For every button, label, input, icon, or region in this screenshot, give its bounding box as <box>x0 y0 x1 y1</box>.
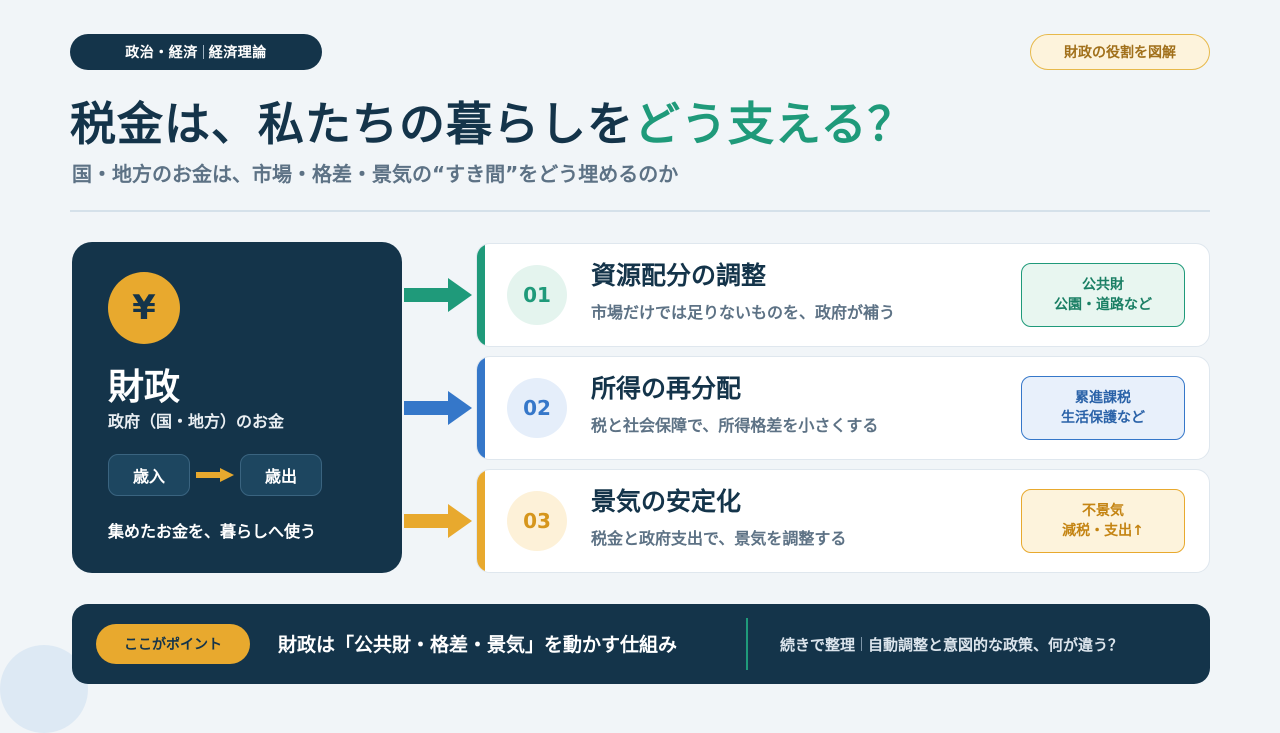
arrow-right-icon <box>404 278 472 312</box>
page-subtitle: 国・地方のお金は、市場・格差・景気の“すき間”をどう埋めるのか <box>72 162 679 186</box>
title-accent: どう支える？ <box>634 97 915 151</box>
page-title: 税金は、私たちの暮らしをどう支える？ <box>70 88 915 154</box>
zaisei-subtitle: 政府（国・地方）のお金 <box>108 412 285 431</box>
role-tag-line1: 不景気 <box>1082 503 1124 519</box>
role-tag-line1: 公共財 <box>1082 277 1124 293</box>
role-tag-line2: 生活保護など <box>1061 410 1145 426</box>
next-text: 自動調整と意図的な政策、何が違う？ <box>868 636 1124 654</box>
role-example-tag: 不景気 減税・支出↑ <box>1021 489 1185 553</box>
role-tag-line2: 減税・支出↑ <box>1062 523 1144 539</box>
revenue-pill: 歳入 <box>108 454 190 496</box>
header-divider <box>70 210 1210 212</box>
role-example-tag: 累進課税 生活保護など <box>1021 376 1185 440</box>
card-accent-stripe <box>477 244 485 346</box>
role-card-resource-allocation: 01 資源配分の調整 市場だけでは足りないものを、政府が補う 公共財 公園・道路… <box>476 243 1210 347</box>
role-number: 02 <box>507 378 567 438</box>
role-description: 市場だけでは足りないものを、政府が補う <box>591 303 896 322</box>
role-number: 01 <box>507 265 567 325</box>
card-accent-stripe <box>477 357 485 459</box>
role-description: 税金と政府支出で、景気を調整する <box>591 529 847 548</box>
next-label: 続きで整理 <box>780 636 856 654</box>
zaisei-card: ¥ 財政 政府（国・地方）のお金 歳入 歳出 集めたお金を、暮らしへ使う <box>72 242 402 573</box>
subject-tag: 政治・経済 経済理論 <box>70 34 322 70</box>
footer-divider <box>746 618 748 670</box>
role-title: 資源配分の調整 <box>591 261 767 290</box>
role-card-redistribution: 02 所得の再分配 税と社会保障で、所得格差を小さくする 累進課税 生活保護など <box>476 356 1210 460</box>
yen-icon: ¥ <box>108 272 180 344</box>
expenditure-pill: 歳出 <box>240 454 322 496</box>
role-number: 03 <box>507 491 567 551</box>
arrow-right-icon <box>404 504 472 538</box>
role-description: 税と社会保障で、所得格差を小さくする <box>591 416 879 435</box>
key-point-text: 財政は「公共財・格差・景気」を動かす仕組み <box>278 634 678 656</box>
role-tag: 財政の役割を図解 <box>1030 34 1210 70</box>
card-accent-stripe <box>477 470 485 572</box>
role-tag-line2: 公園・道路など <box>1054 297 1152 313</box>
role-card-stabilization: 03 景気の安定化 税金と政府支出で、景気を調整する 不景気 減税・支出↑ <box>476 469 1210 573</box>
topic-label: 経済理論 <box>208 45 267 61</box>
zaisei-note: 集めたお金を、暮らしへ使う <box>108 522 317 541</box>
title-main: 税金は、私たちの暮らしを <box>70 97 634 151</box>
role-title: 所得の再分配 <box>591 374 742 403</box>
yen-symbol: ¥ <box>132 288 156 328</box>
key-point-banner: ここがポイント 財政は「公共財・格差・景気」を動かす仕組み 続きで整理自動調整と… <box>72 604 1210 684</box>
subject-separator <box>202 45 204 59</box>
role-title: 景気の安定化 <box>591 487 742 516</box>
point-badge: ここがポイント <box>96 624 250 664</box>
next-separator <box>861 637 863 651</box>
next-topic: 続きで整理自動調整と意図的な政策、何が違う？ <box>780 634 1123 655</box>
role-example-tag: 公共財 公園・道路など <box>1021 263 1185 327</box>
role-tag-line1: 累進課税 <box>1075 390 1131 406</box>
arrow-right-icon <box>404 391 472 425</box>
subject-label: 政治・経済 <box>125 45 198 61</box>
zaisei-title: 財政 <box>108 367 181 408</box>
arrow-right-icon <box>196 468 234 482</box>
